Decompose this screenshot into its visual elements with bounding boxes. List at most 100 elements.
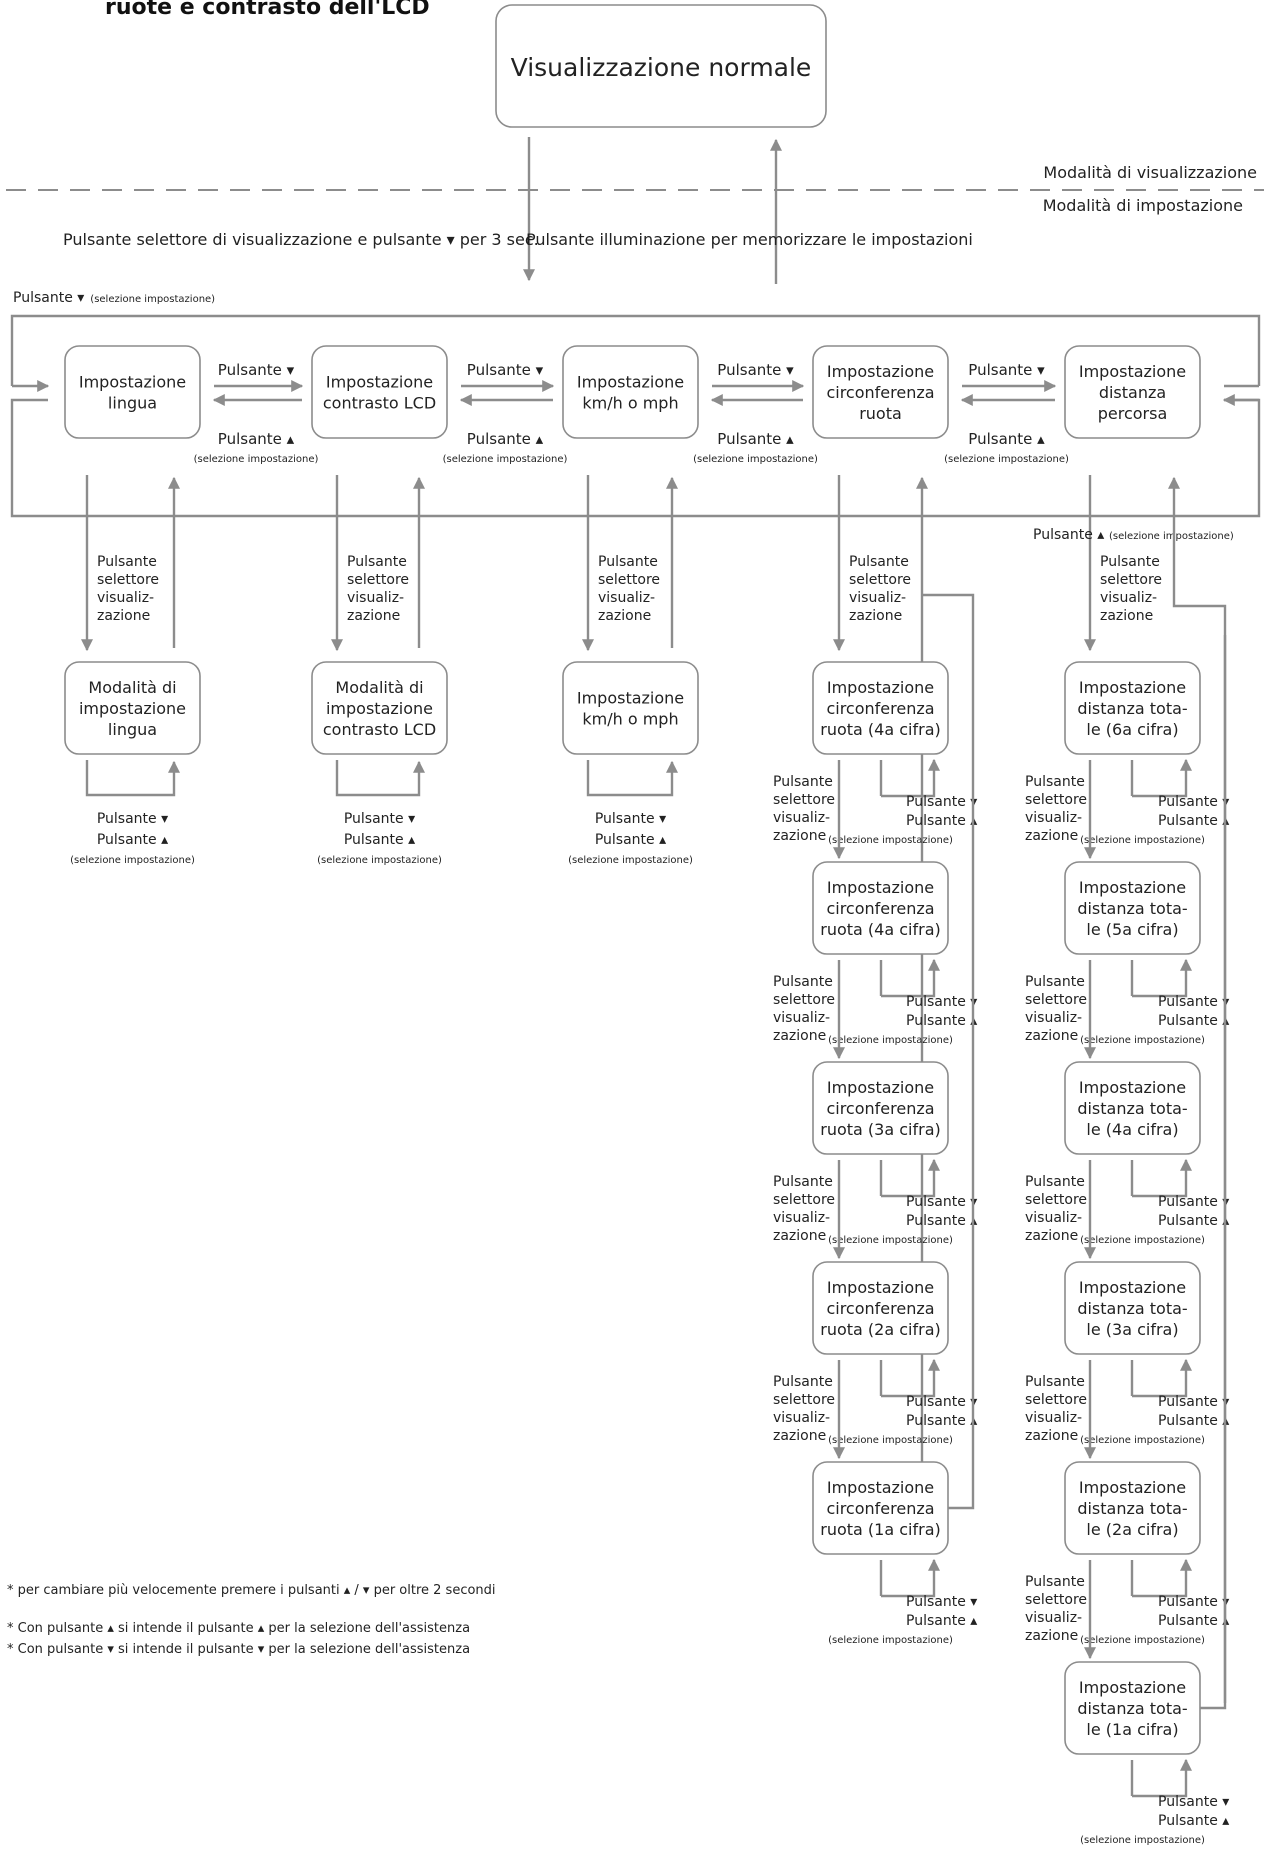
wheel-box-2-text: circonferenza [826,899,934,918]
wheel-sel-3: (selezione impostazione) [828,1235,953,1246]
dist-box-2 [1064,861,1201,955]
sub-sel-3: (selezione impostazione) [568,855,693,866]
main-box-1 [64,345,201,439]
sub-btn-down-3: Pulsante ▾ [595,811,666,827]
wheel-sel-vis-4: selettore [773,1392,835,1408]
wheel-btn-up-4: Pulsante ▴ [906,1413,977,1429]
sel-vis-label-2: zazione [347,608,400,624]
sel-label-2: (selezione impostazione) [443,454,568,465]
wheel-box-2-text: Impostazione [827,878,934,897]
wheel-box-5-text: circonferenza [826,1499,934,1518]
sub-self-loop-2 [335,760,425,797]
wheel-box-3-text: Impostazione [827,1078,934,1097]
dist-sel-vis-2: zazione [1025,1028,1078,1044]
dist-sel-vis-3: zazione [1025,1228,1078,1244]
dist-btn-down-4: Pulsante ▾ [1158,1394,1229,1410]
dist-box-2-text: Impostazione [1079,878,1186,897]
wheel-btn-down-3: Pulsante ▾ [906,1194,977,1210]
sel-vis-label-4: visualiz- [849,590,906,606]
dist-sel-vis-4: selettore [1025,1392,1087,1408]
dist-box-4 [1064,1261,1201,1355]
dist-sel-vis-2: Pulsante [1025,974,1085,990]
wheel-sel-vis-3: selettore [773,1192,835,1208]
wheel-btn-down-2: Pulsante ▾ [906,994,977,1010]
main-box-4-text: Impostazione [827,362,934,381]
wheel-box-3-text: circonferenza [826,1099,934,1118]
sub-self-loop-3 [586,760,678,797]
dist-sel-vis-5: visualiz- [1025,1610,1082,1626]
dist-sel-vis-2: visualiz- [1025,1010,1082,1026]
wheel-return-connector [922,593,975,635]
dist-btn-up-6: Pulsante ▴ [1158,1813,1229,1829]
btn-down-label-4: Pulsante ▾ [968,361,1045,379]
dist-box-1 [1064,661,1201,755]
sel-label-4: (selezione impostazione) [944,454,1069,465]
wheel-box-3-text: ruota (3a cifra) [820,1120,940,1139]
dist-sel-vis-2: selettore [1025,992,1087,1008]
dist-box-3-text: Impostazione [1079,1078,1186,1097]
main-box-3-text: Impostazione [577,373,684,392]
dist-sel-6: (selezione impostazione) [1080,1835,1205,1846]
btn-down-label-2: Pulsante ▾ [467,361,544,379]
dist-sel-vis-3: selettore [1025,1192,1087,1208]
wheel-sel-vis-2: selettore [773,992,835,1008]
dist-sel-vis-3: Pulsante [1025,1174,1085,1190]
dist-box-1-text: distanza tota- [1077,699,1187,718]
main-box-4 [812,345,949,439]
sel-vis-label-4: Pulsante [849,554,909,570]
dist-box-4-text: Impostazione [1079,1278,1186,1297]
dist-box-5-text: le (2a cifra) [1086,1520,1178,1539]
wheel-box-4-text: Impostazione [827,1278,934,1297]
sub-box-2-text: Modalità di [335,678,423,697]
sel-vis-label-2: visualiz- [347,590,404,606]
wheel-box-5-text: Impostazione [827,1478,934,1497]
dist-self-loop-3 [1132,1158,1192,1198]
footnote-1: * per cambiare più velocemente premere i… [7,1583,496,1598]
main-box-1-text: Impostazione [79,373,186,392]
btn-up-label-2: Pulsante ▴ [467,430,544,448]
btn-down-label-1: Pulsante ▾ [218,361,295,379]
dist-box-6-text: le (1a cifra) [1086,1720,1178,1739]
wheel-sel-vis-4: visualiz- [773,1410,830,1426]
wheel-sel-vis-3: zazione [773,1228,826,1244]
main-box-3-text: km/h o mph [582,394,678,413]
sub-box-3-text: km/h o mph [582,710,678,729]
btn-down-label-3: Pulsante ▾ [717,361,794,379]
dist-up-sel-label: Pulsante ▴ [1033,527,1104,543]
dist-self-loop-1 [1132,758,1192,798]
wheel-box-3 [812,1061,949,1155]
dist-sel-vis-4: zazione [1025,1428,1078,1444]
sub-btn-up-1: Pulsante ▴ [97,832,168,848]
wheel-box-1 [812,661,949,755]
sub-box-2-text: contrasto LCD [323,720,436,739]
dist-btn-up-1: Pulsante ▴ [1158,813,1229,829]
top-left-label: Pulsante ▾(selezione impostazione) [13,290,215,306]
dist-btn-down-6: Pulsante ▾ [1158,1794,1229,1810]
btn-up-label-4: Pulsante ▴ [968,430,1045,448]
dist-btn-up-2: Pulsante ▴ [1158,1013,1229,1029]
wheel-box-2-text: ruota (4a cifra) [820,920,940,939]
sub-box-1-text: impostazione [79,699,186,718]
wheel-sel-vis-2: Pulsante [773,974,833,990]
dist-self-loop-4 [1132,1358,1192,1398]
dist-btn-down-2: Pulsante ▾ [1158,994,1229,1010]
wheel-self-loop-3 [881,1158,940,1198]
wheel-box-1-text: Impostazione [827,678,934,697]
normal-view-label: Visualizzazione normale [511,53,812,82]
wheel-box-1-text: circonferenza [826,699,934,718]
sel-vis-label-5: zazione [1100,608,1153,624]
main-box-2-text: Impostazione [326,373,433,392]
wheel-sel-4: (selezione impostazione) [828,1435,953,1446]
wheel-sel-vis-4: Pulsante [773,1374,833,1390]
sel-vis-label-3: zazione [598,608,651,624]
dist-box-4-text: le (3a cifra) [1086,1320,1178,1339]
sub-sel-1: (selezione impostazione) [70,855,195,866]
dist-sel-vis-5: Pulsante [1025,1574,1085,1590]
main-box-1-text: lingua [108,394,157,413]
sel-vis-label-5: selettore [1100,572,1162,588]
wheel-sel-2: (selezione impostazione) [828,1035,953,1046]
sel-label-1: (selezione impostazione) [194,454,319,465]
sel-vis-label-4: zazione [849,608,902,624]
wheel-self-loop-4 [881,1358,940,1398]
